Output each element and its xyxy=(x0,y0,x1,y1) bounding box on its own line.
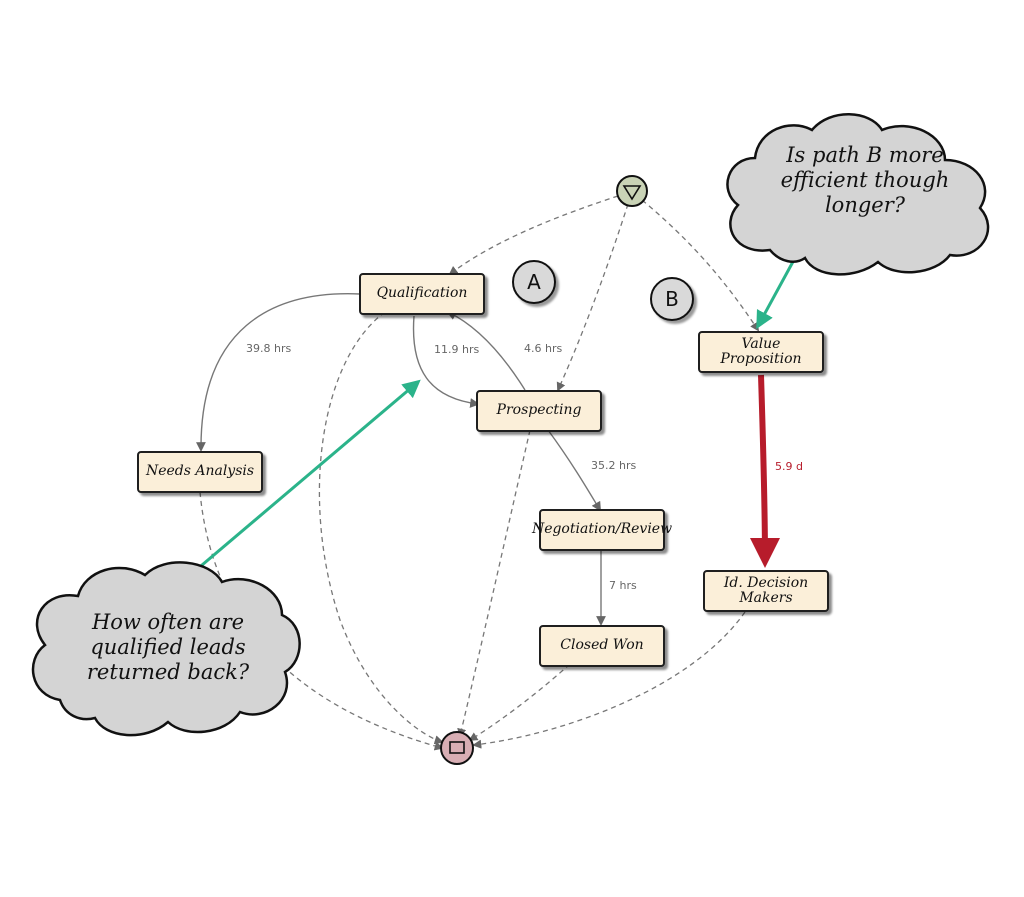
callout-path-b-text: Is path B more efficient though longer? xyxy=(760,143,970,219)
edge-label-prosp-nego: 35.2 hrs xyxy=(591,459,636,472)
edge-start-to-value-proposition xyxy=(641,199,760,332)
cloud-returned xyxy=(31,561,301,737)
edge-start-to-qualification xyxy=(448,195,619,276)
callout-line: qualified leads xyxy=(90,635,246,660)
node-closed-won[interactable]: Closed Won xyxy=(539,625,665,667)
node-needs-analysis[interactable]: Needs Analysis xyxy=(137,451,263,493)
node-label-line-2: Review xyxy=(620,521,673,538)
callout-arrow-returned xyxy=(181,379,421,584)
callout-arrow-path-b xyxy=(756,257,797,330)
edge-qualification-to-needs-analysis xyxy=(196,293,361,452)
node-label-line-1: Id. Decision xyxy=(723,574,809,591)
callout-line: How often are xyxy=(91,610,245,634)
start-triangle-icon xyxy=(622,185,642,201)
edge-closed-won-to-end xyxy=(468,663,571,741)
path-marker-a: A xyxy=(512,260,556,304)
node-decision-makers[interactable]: Id. Decision Makers xyxy=(703,570,829,612)
edge-qualification-to-prospecting xyxy=(412,315,480,408)
edge-label-nego-closed: 7 hrs xyxy=(609,579,637,592)
edge-label-prosp-qual: 4.6 hrs xyxy=(524,342,562,355)
node-value-proposition[interactable]: Value Proposition xyxy=(698,331,824,373)
edge-qualification-to-end xyxy=(318,311,444,745)
cloud-path-b xyxy=(726,113,990,276)
edge-prospecting-to-end xyxy=(457,429,531,738)
edge-decision-makers-to-end xyxy=(472,611,746,749)
end-square-icon xyxy=(449,741,465,754)
edge-label-qual-prosp: 11.9 hrs xyxy=(434,343,479,356)
callout-line: efficient though xyxy=(780,168,950,193)
start-event xyxy=(616,175,648,207)
node-negotiation-review[interactable]: Negotiation/ Review xyxy=(532,509,672,551)
node-prospecting[interactable]: Prospecting xyxy=(476,390,602,432)
node-label: Closed Won xyxy=(560,637,644,654)
end-event xyxy=(440,731,474,765)
edge-value-proposition-to-decision-makers xyxy=(749,374,780,568)
node-label: Needs Analysis xyxy=(145,463,255,480)
node-label-line-2: Proposition xyxy=(720,351,802,367)
callout-line: longer? xyxy=(824,193,906,218)
edge-prospecting-to-qualification xyxy=(446,310,526,391)
edge-label-value-decision: 5.9 d xyxy=(775,460,803,473)
callout-returned-text: How often are qualified leads returned b… xyxy=(58,610,278,686)
callout-line: returned back? xyxy=(86,660,250,685)
node-label: Qualification xyxy=(376,285,468,302)
node-label: Prospecting xyxy=(496,402,582,419)
node-label-line-1: Value xyxy=(741,335,781,352)
node-label-line-2: Makers xyxy=(739,590,793,606)
edge-start-to-prospecting xyxy=(556,203,629,392)
edge-prospecting-to-negotiation xyxy=(547,429,602,512)
path-marker-b: B xyxy=(650,277,694,321)
node-qualification[interactable]: Qualification xyxy=(359,273,485,315)
callout-line: Is path B more xyxy=(786,143,944,167)
edge-label-qual-needs: 39.8 hrs xyxy=(246,342,291,355)
node-label-line-1: Negotiation/ xyxy=(531,521,621,538)
